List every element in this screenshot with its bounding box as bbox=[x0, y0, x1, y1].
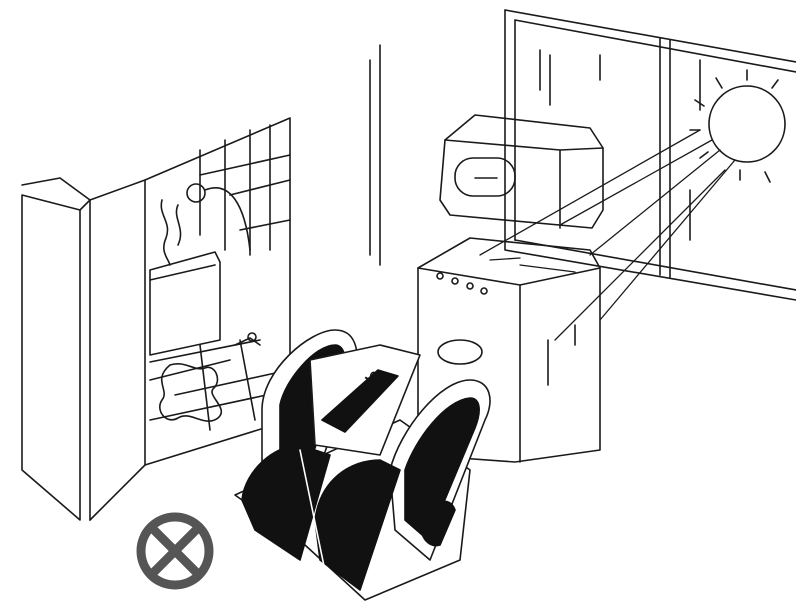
bathroom-door bbox=[22, 178, 90, 520]
window-frame bbox=[505, 10, 796, 300]
sunlight-rays bbox=[480, 130, 735, 340]
sun-icon bbox=[690, 70, 785, 182]
prohibited-icon bbox=[141, 517, 209, 585]
bathroom-room bbox=[90, 118, 290, 520]
foot-massager-device bbox=[235, 330, 490, 600]
heater-appliance bbox=[440, 115, 603, 228]
